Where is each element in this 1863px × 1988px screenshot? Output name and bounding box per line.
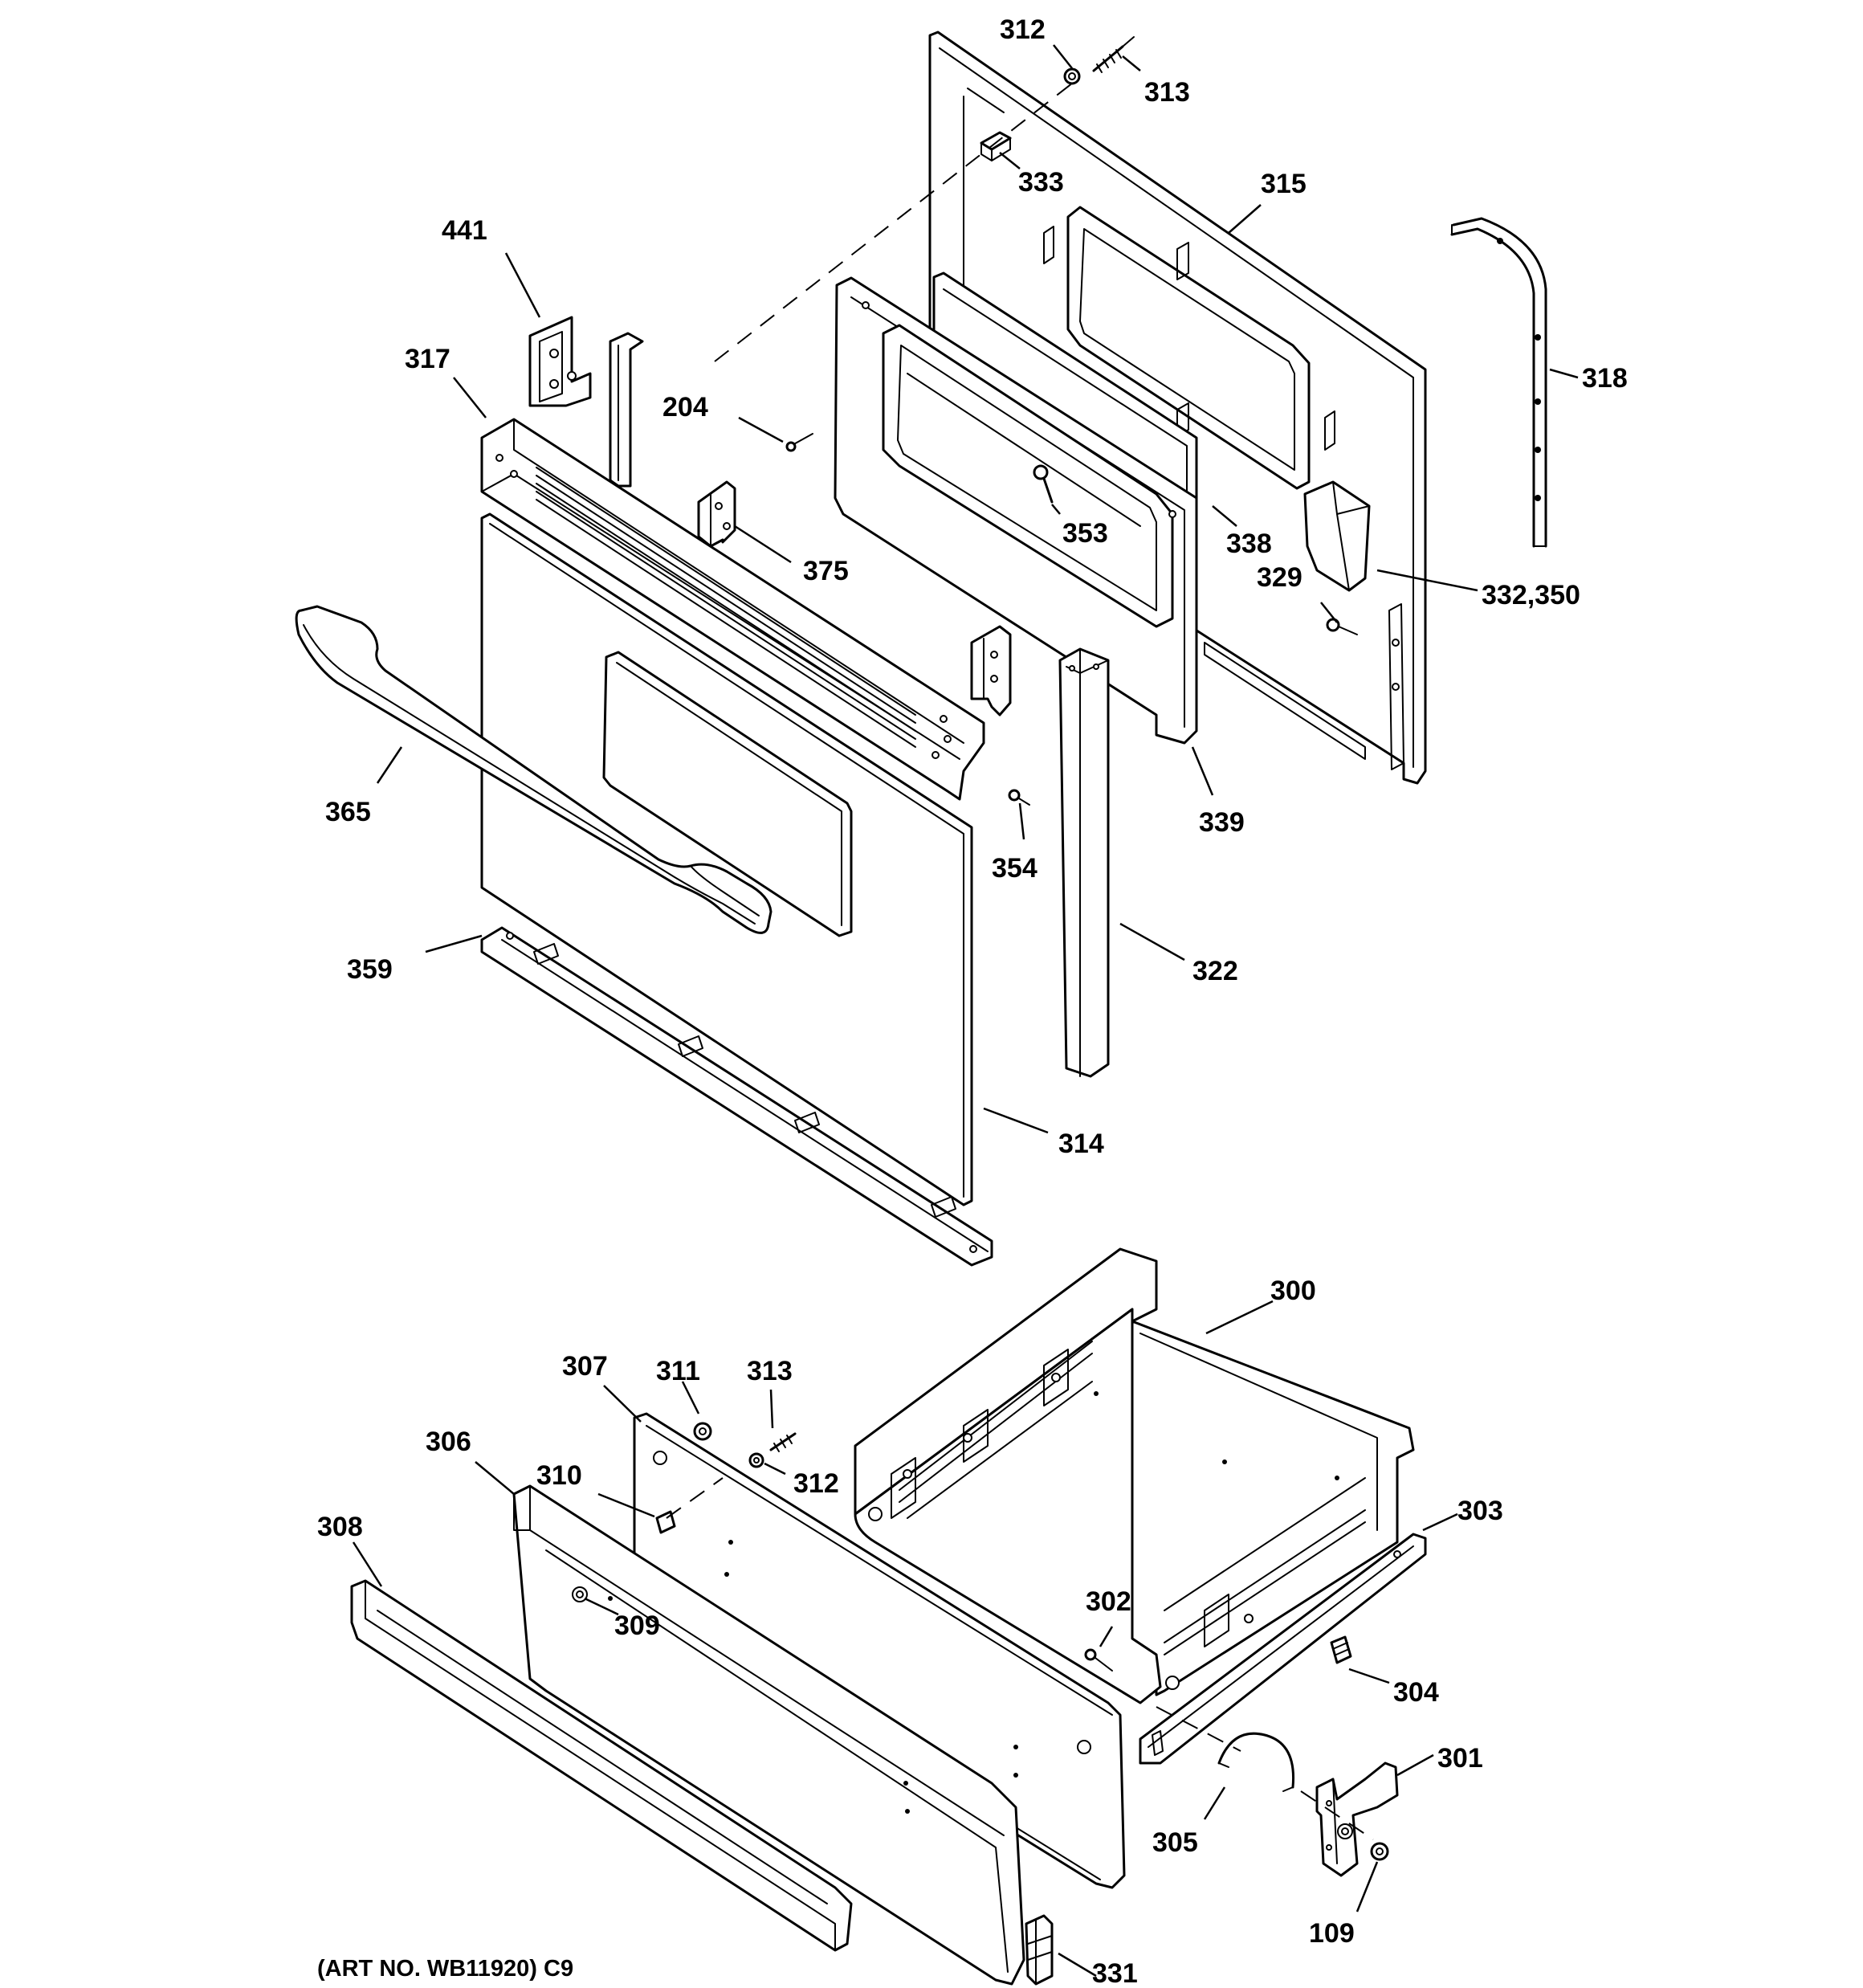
- callout-353: 353: [1062, 518, 1108, 549]
- callout-322: 322: [1192, 956, 1238, 986]
- callout-310: 310: [536, 1460, 582, 1491]
- callout-305: 305: [1152, 1827, 1198, 1858]
- callout-313-lower: 313: [747, 1356, 793, 1386]
- callout-359: 359: [347, 954, 393, 985]
- hinge-bracket-right: [970, 625, 1012, 716]
- drawer-rail-303: [1139, 1533, 1427, 1765]
- callout-300: 300: [1270, 1276, 1316, 1306]
- spring-clip-305: [1217, 1732, 1295, 1792]
- art-number-note: (ART NO. WB11920) C9: [317, 1956, 573, 1982]
- callout-308: 308: [317, 1512, 363, 1542]
- vent-trim-317: [480, 418, 985, 801]
- screw-354: [1008, 789, 1030, 806]
- callout-365: 365: [325, 797, 371, 827]
- callout-303: 303: [1457, 1496, 1503, 1526]
- bottom-trim-359: [480, 926, 993, 1267]
- callout-315: 315: [1261, 169, 1307, 199]
- callout-313-top: 313: [1144, 77, 1190, 108]
- hinge-receiver-375: [697, 480, 736, 548]
- callout-311: 311: [656, 1356, 700, 1386]
- leader-lines: [352, 44, 1579, 1978]
- roller-304: [1330, 1635, 1352, 1664]
- door-strip: [609, 332, 644, 488]
- door-liner-315: [928, 31, 1427, 785]
- callout-339: 339: [1199, 807, 1245, 838]
- door-gasket-318: [1450, 217, 1547, 548]
- callout-318: 318: [1582, 363, 1628, 394]
- callout-109: 109: [1309, 1918, 1355, 1949]
- callout-375: 375: [803, 556, 849, 586]
- assembly-line-lower-2: [1156, 1706, 1241, 1752]
- hinge-bracket-441: [528, 316, 592, 407]
- screw-302: [1084, 1648, 1113, 1672]
- callout-332-350: 332,350: [1482, 580, 1580, 610]
- callout-306: 306: [426, 1427, 471, 1457]
- callout-307: 307: [562, 1351, 608, 1382]
- insulation-332-350: [1303, 480, 1371, 592]
- drawer-trim-308: [350, 1579, 853, 1952]
- nut-109: [1370, 1842, 1389, 1861]
- callout-317: 317: [405, 344, 450, 374]
- guide-331: [1025, 1914, 1054, 1986]
- drawer-front-306: [512, 1484, 1025, 1986]
- nut-311: [693, 1422, 712, 1441]
- drawer-body-300: [854, 1247, 1415, 1704]
- screw-353: [1033, 464, 1054, 504]
- callout-304: 304: [1393, 1677, 1439, 1708]
- screw-204: [785, 433, 813, 452]
- callout-312-top: 312: [1000, 14, 1046, 45]
- drawer-inner-307: [633, 1412, 1126, 1889]
- window-pack-339: [834, 276, 1198, 745]
- callout-329: 329: [1257, 562, 1302, 593]
- callout-333: 333: [1018, 167, 1064, 198]
- callout-441: 441: [442, 215, 487, 246]
- assembly-line-lower-3: [1300, 1790, 1374, 1840]
- nut-312-top: [1063, 67, 1081, 85]
- spacer-333: [980, 131, 1012, 161]
- screw-313-top: [1092, 36, 1135, 73]
- drawer-bracket-301: [1315, 1761, 1399, 1877]
- assembly-line: [714, 80, 1077, 362]
- callout-301: 301: [1437, 1743, 1483, 1774]
- washer-312-lower: [748, 1452, 764, 1468]
- callout-331: 331: [1092, 1958, 1138, 1988]
- clip-310: [655, 1510, 676, 1534]
- callout-314: 314: [1058, 1129, 1104, 1159]
- callout-354: 354: [992, 853, 1037, 884]
- door-panel-314: [480, 512, 973, 1206]
- screw-313-lower: [769, 1432, 797, 1452]
- assembly-line-lower-1: [666, 1477, 724, 1519]
- side-trim-322: [1058, 647, 1110, 1078]
- callout-302: 302: [1086, 1586, 1131, 1617]
- callout-309: 309: [614, 1610, 660, 1641]
- door-handle-365: [295, 605, 773, 934]
- callout-338: 338: [1226, 529, 1272, 559]
- callout-204: 204: [662, 392, 708, 423]
- callout-312-lower: 312: [793, 1468, 839, 1499]
- screw-329: [1326, 618, 1358, 635]
